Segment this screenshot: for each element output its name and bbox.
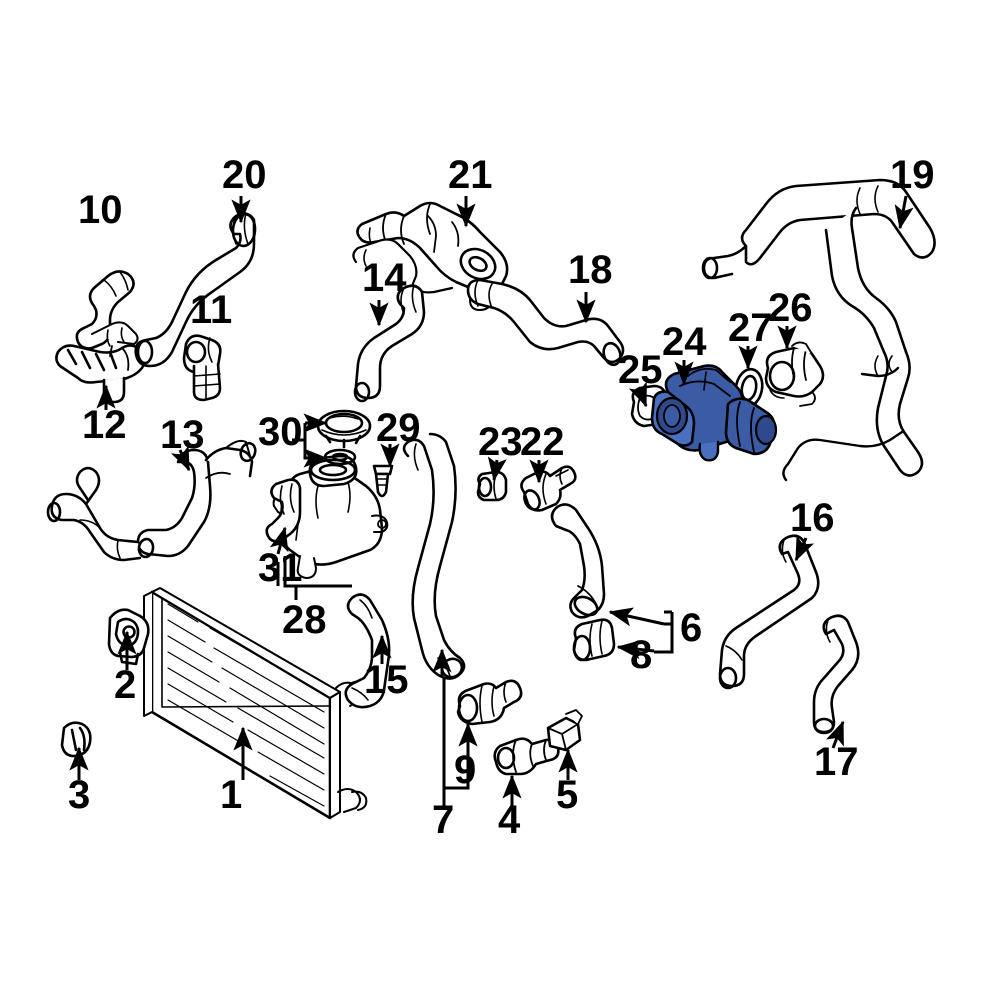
callout-number-25[interactable]: 25 xyxy=(618,348,663,392)
thermostat-housing-part xyxy=(764,341,825,407)
callout-number-31[interactable]: 31 xyxy=(258,546,303,590)
callout-number-1[interactable]: 1 xyxy=(220,773,243,817)
hose-plug-part xyxy=(476,470,508,502)
callout-number-27[interactable]: 27 xyxy=(728,306,773,350)
lower-hose-assembly-part xyxy=(402,432,466,680)
return-hose-part xyxy=(812,614,860,735)
coolant-sensor-connector-part xyxy=(546,709,583,752)
callout-number-17[interactable]: 17 xyxy=(814,740,859,784)
upper-radiator-hose-part xyxy=(550,503,606,619)
water-outlet-housing-part xyxy=(650,364,778,462)
callout-number-11[interactable]: 11 xyxy=(190,288,233,332)
reservoir-mounting-screw-part xyxy=(372,464,394,498)
radiator-upper-mount-part xyxy=(107,608,150,666)
callout-number-19[interactable]: 19 xyxy=(890,153,935,197)
callout-number-14[interactable]: 14 xyxy=(362,256,407,300)
callout-number-12[interactable]: 12 xyxy=(82,403,127,447)
callout-number-4[interactable]: 4 xyxy=(498,798,521,842)
hose-clip-part xyxy=(182,334,222,402)
callout-number-13[interactable]: 13 xyxy=(160,413,205,457)
radiator-lower-mount-part xyxy=(60,721,92,758)
vent-hose-part xyxy=(75,270,139,357)
callout-number-20[interactable]: 20 xyxy=(222,153,267,197)
bypass-hose-part xyxy=(344,593,391,709)
heater-core-hose-part xyxy=(466,278,625,367)
callout-brackets xyxy=(276,421,674,806)
callout-number-6[interactable]: 6 xyxy=(680,606,703,650)
hose-connector-sleeve-part xyxy=(572,618,616,662)
callout-number-18[interactable]: 18 xyxy=(568,248,613,292)
radiator-part xyxy=(143,587,372,820)
callout-number-16[interactable]: 16 xyxy=(790,496,835,540)
callout-number-24[interactable]: 24 xyxy=(662,320,707,364)
callout-number-10[interactable]: 10 xyxy=(78,188,123,232)
callout-number-3[interactable]: 3 xyxy=(68,773,91,817)
callout-number-29[interactable]: 29 xyxy=(376,406,421,450)
callout-number-23[interactable]: 23 xyxy=(478,420,523,464)
reservoir-bracket-part xyxy=(265,478,302,543)
callout-number-9[interactable]: 9 xyxy=(454,748,477,792)
callout-number-15[interactable]: 15 xyxy=(364,658,409,702)
heater-outlet-hose-part xyxy=(718,534,820,690)
callout-number-8[interactable]: 8 xyxy=(630,633,653,677)
callout-number-7[interactable]: 7 xyxy=(432,798,455,842)
callout-number-22[interactable]: 22 xyxy=(520,420,565,464)
callout-number-21[interactable]: 21 xyxy=(448,153,493,197)
callout-number-5[interactable]: 5 xyxy=(556,773,579,817)
heater-hose-assembly-part xyxy=(46,439,257,562)
hose-tee-fitting-part xyxy=(456,679,523,726)
callout-number-30[interactable]: 30 xyxy=(258,410,303,454)
callout-leaders xyxy=(69,195,914,806)
callout-number-28[interactable]: 28 xyxy=(282,598,327,642)
callout-number-26[interactable]: 26 xyxy=(768,286,813,330)
callout-number-2[interactable]: 2 xyxy=(114,663,137,707)
reservoir-cap-part xyxy=(316,409,372,449)
heater-inlet-hose-part xyxy=(353,284,426,403)
long-coolant-hose-part xyxy=(701,178,936,482)
hose-retaining-bracket-part xyxy=(55,344,146,404)
